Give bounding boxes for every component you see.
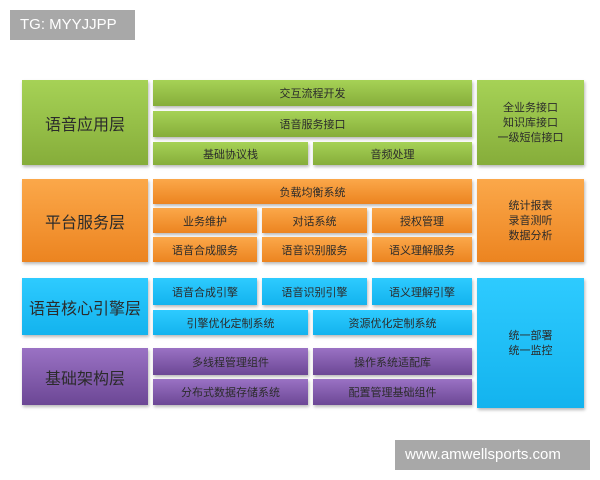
ops-side-panel: 统一部署 统一监控 [477,278,584,408]
engine-optimization-system: 引擎优化定制系统 [153,310,308,335]
watermark-top: TG: MYYJJPP [10,10,135,40]
authorization-management: 授权管理 [372,208,472,233]
side-item: 统一监控 [508,344,553,357]
side-item: 全业务接口 [503,101,558,114]
distributed-storage-system: 分布式数据存储系统 [153,379,308,405]
side-item: 数据分析 [508,229,553,242]
speech-recognition-service: 语音识别服务 [262,237,367,262]
load-balancing-system: 负载均衡系统 [153,179,472,204]
side-item: 录音测听 [508,214,553,227]
platform-side-panel: 统计报表 录音测听 数据分析 [477,179,584,262]
side-item: 一级短信接口 [497,131,564,144]
interaction-flow-dev: 交互流程开发 [153,80,472,106]
side-item: 知识库接口 [503,116,558,129]
dialog-system: 对话系统 [262,208,367,233]
speech-synthesis-engine: 语音合成引擎 [153,278,257,305]
speech-recognition-engine: 语音识别引擎 [262,278,367,305]
layer-title-infrastructure: 基础架构层 [22,348,148,405]
side-item: 统计报表 [508,199,553,212]
base-protocol-stack: 基础协议栈 [153,142,308,165]
layer-title-platform: 平台服务层 [22,179,148,262]
semantic-understanding-engine: 语义理解引擎 [372,278,472,305]
os-adaptation-library: 操作系统适配库 [313,348,472,375]
speech-synthesis-service: 语音合成服务 [153,237,257,262]
layer-title-application: 语音应用层 [22,80,148,165]
application-side-panel: 全业务接口 知识库接口 一级短信接口 [477,80,584,165]
voice-service-interface: 语音服务接口 [153,111,472,137]
watermark-bottom: www.amwellsports.com [395,440,590,470]
multithread-management-component: 多线程管理组件 [153,348,308,375]
audio-processing: 音频处理 [313,142,472,165]
business-maintenance: 业务维护 [153,208,257,233]
side-item: 统一部署 [508,329,553,342]
resource-optimization-system: 资源优化定制系统 [313,310,472,335]
layer-title-engine: 语音核心引擎层 [22,278,148,335]
config-management-component: 配置管理基础组件 [313,379,472,405]
semantic-understanding-service: 语义理解服务 [372,237,472,262]
